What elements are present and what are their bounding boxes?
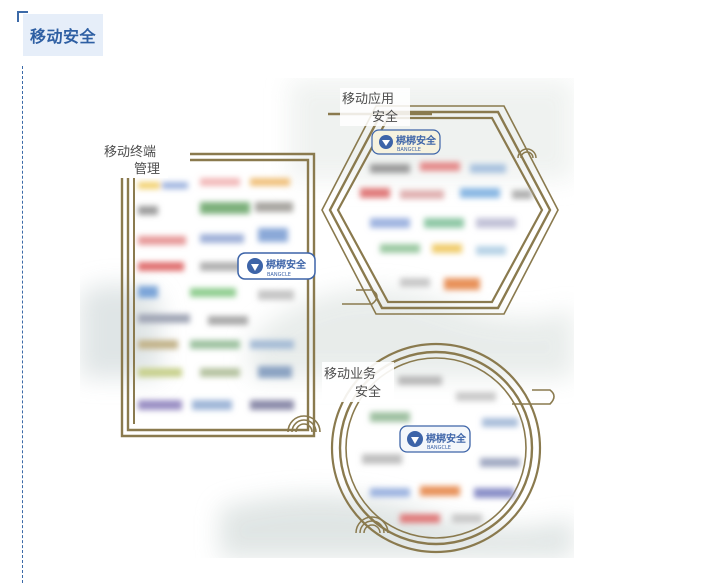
app-brand-badge: 梆梆安全 BANGCLE xyxy=(371,129,441,155)
business-security-frame xyxy=(330,342,555,554)
section-title: 移动安全 xyxy=(29,27,96,46)
svg-text:移动终端: 移动终端 xyxy=(104,144,156,160)
svg-text:移动应用: 移动应用 xyxy=(342,91,394,107)
svg-text:BANGCLE: BANGCLE xyxy=(397,147,421,153)
terminal-management-label: 移动终端 管理 xyxy=(102,142,168,178)
svg-text:BANGCLE: BANGCLE xyxy=(427,445,451,451)
svg-text:BANGCLE: BANGCLE xyxy=(267,272,291,278)
svg-text:移动业务: 移动业务 xyxy=(324,366,376,382)
mobile-security-figure: 梆梆安全 BANGCLE 移动终端 管理 xyxy=(80,78,574,558)
business-brand-badge: 梆梆安全 BANGCLE xyxy=(399,425,471,453)
section-divider-line xyxy=(22,66,23,583)
app-vendor-logos-blurred xyxy=(360,162,532,290)
svg-text:管理: 管理 xyxy=(134,162,160,177)
business-security-label: 移动业务 安全 xyxy=(322,362,394,402)
business-vendor-logos-blurred xyxy=(362,376,520,523)
terminal-fan-icon xyxy=(287,415,321,433)
app-fan-icon xyxy=(517,148,537,159)
svg-text:梆梆安全: 梆梆安全 xyxy=(396,134,437,147)
section-heading: 移动安全 xyxy=(23,14,103,56)
svg-text:梆梆安全: 梆梆安全 xyxy=(266,258,307,271)
business-fan-icon xyxy=(355,516,389,534)
terminal-management-frame xyxy=(120,152,316,438)
app-security-label: 移动应用 安全 xyxy=(340,88,410,126)
svg-text:梆梆安全: 梆梆安全 xyxy=(426,432,467,445)
section-corner-mark xyxy=(17,11,28,22)
svg-text:安全: 安全 xyxy=(372,109,398,125)
terminal-brand-badge: 梆梆安全 BANGCLE xyxy=(237,252,316,280)
svg-text:安全: 安全 xyxy=(355,384,381,400)
terminal-vendor-logos-blurred xyxy=(138,178,294,410)
